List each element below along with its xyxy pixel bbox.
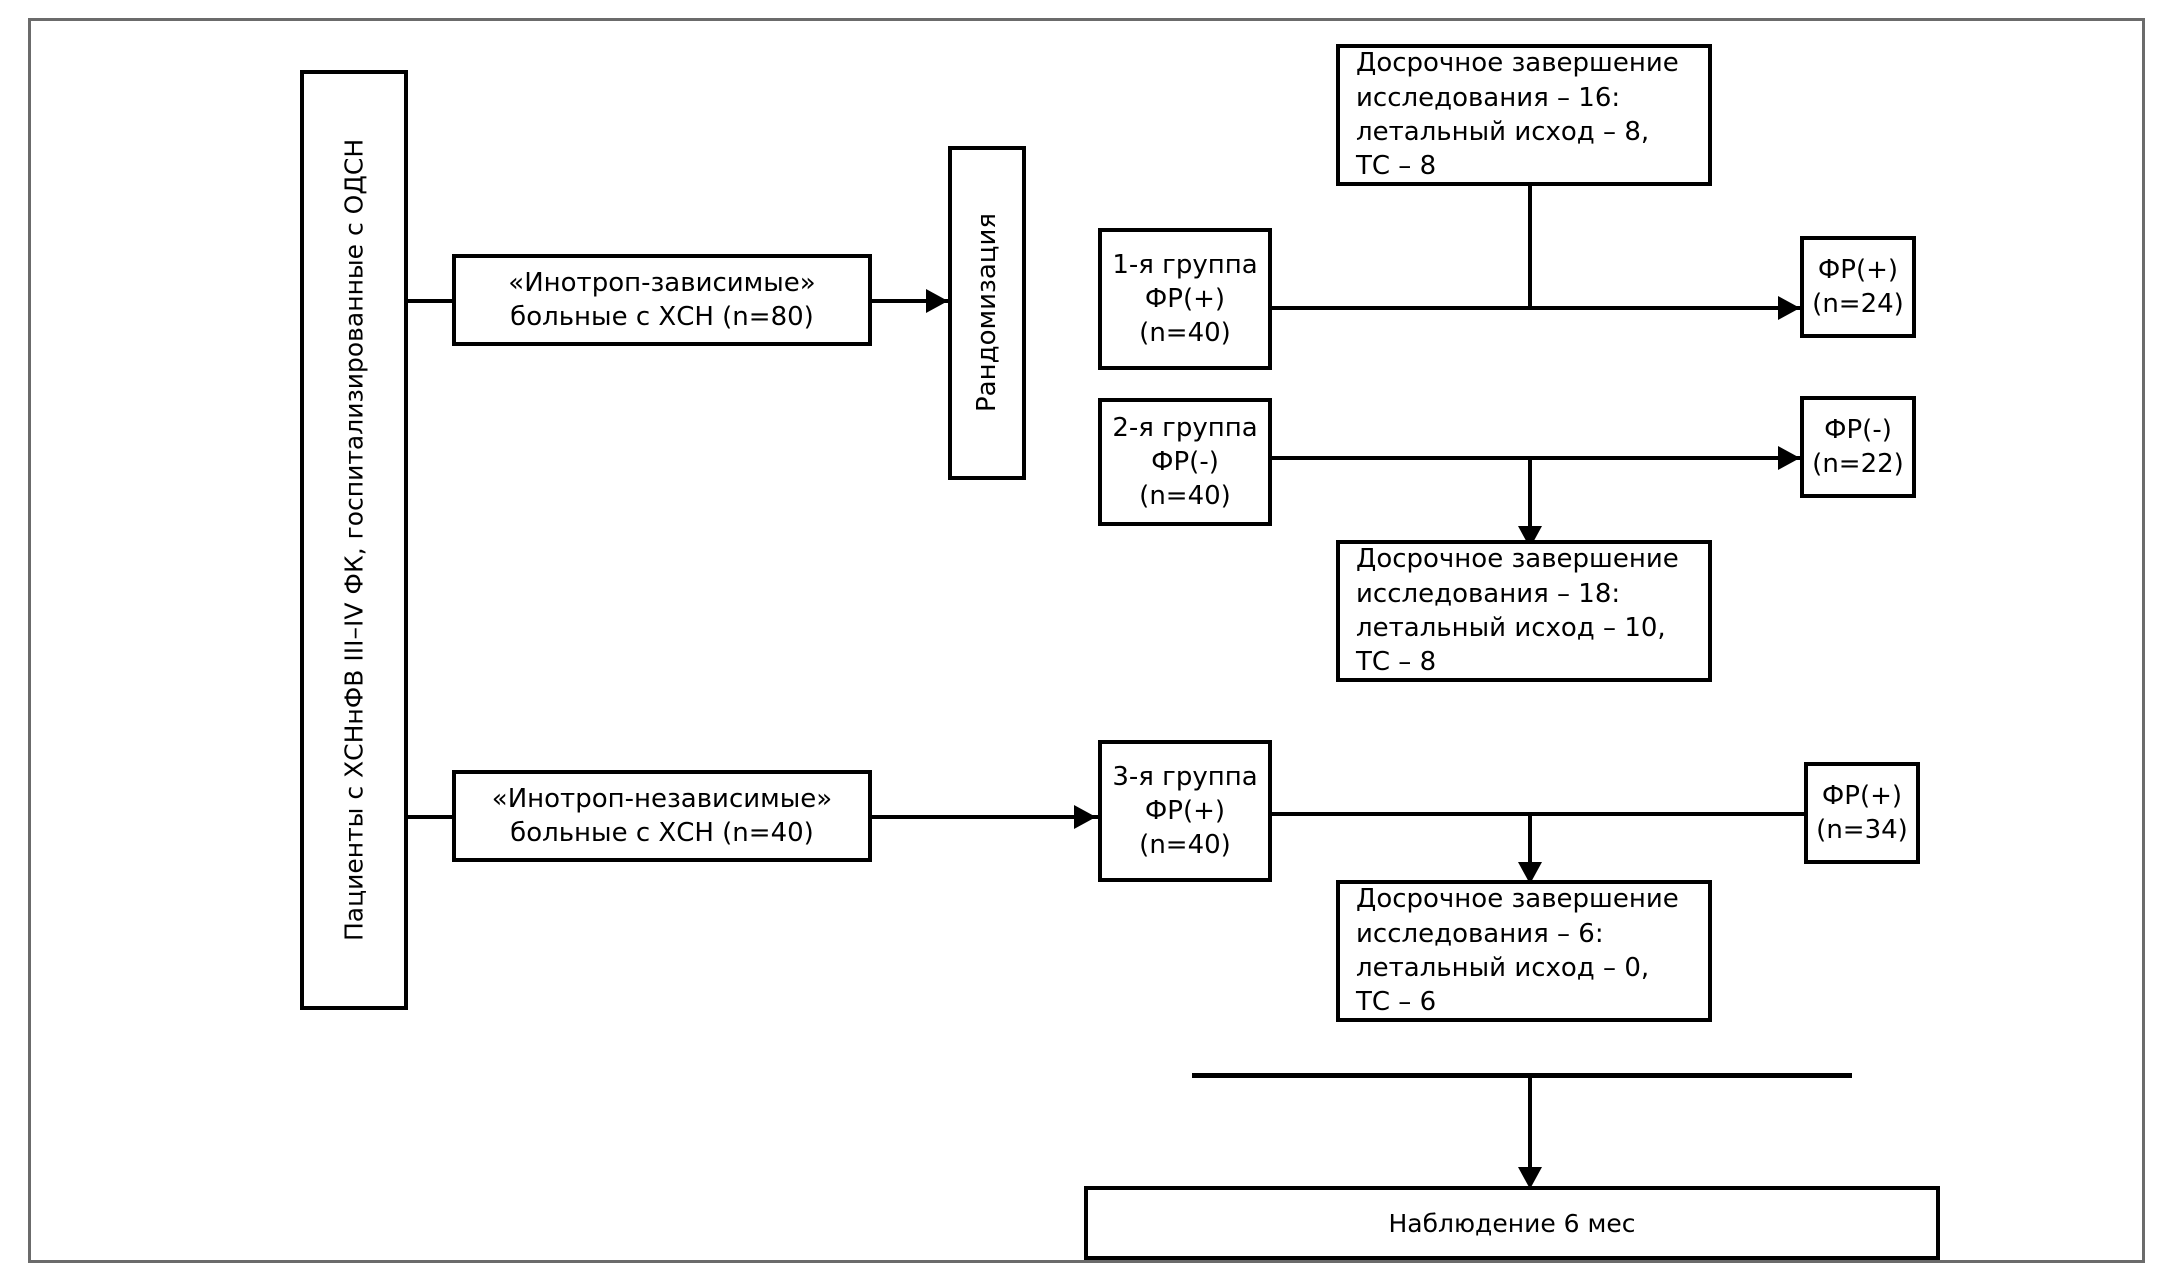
randomization-box: Рандомизация — [948, 146, 1026, 480]
connector-dependent-to-randomization — [872, 299, 950, 303]
dropout3-line2: исследования – 6: — [1356, 918, 1604, 949]
connector-group1-to-dropout1 — [1528, 180, 1532, 308]
group2-line1: 2-я группа — [1112, 412, 1258, 443]
dropout2-line2: исследования – 18: — [1356, 578, 1621, 609]
dropout1-line2: исследования – 16: — [1356, 82, 1621, 113]
connector-group3-to-outcome3 — [1272, 812, 1806, 816]
observation-label: Наблюдение 6 мес — [1388, 1208, 1636, 1238]
dropout2-line4: ТС – 8 — [1356, 647, 1437, 678]
dropout3-line3: летальный исход – 0, — [1356, 953, 1650, 983]
connector-group2-to-dropout2 — [1528, 456, 1532, 532]
arrowhead-independent-to-group3 — [1074, 805, 1096, 829]
inotrope-dependent-line2: больные с ХСН (n=80) — [510, 302, 814, 332]
outcome2-box: ФР(-) (n=22) — [1800, 396, 1916, 498]
dropout3-box: Досрочное завершение исследования – 6: л… — [1336, 880, 1712, 1022]
dropout1-line3: летальный исход – 8, — [1356, 117, 1650, 147]
group3-line2: ФР(+) — [1144, 795, 1226, 826]
connector-population-to-dependent — [408, 299, 478, 303]
figure-border — [28, 18, 2145, 1263]
inotrope-dependent-line1: «Инотроп-зависимые» — [508, 267, 816, 298]
dropout3-line1: Досрочное завершение — [1356, 884, 1679, 915]
outcome3-box: ФР(+) (n=34) — [1804, 762, 1920, 864]
inotrope-dependent-box: «Инотроп-зависимые» больные с ХСН (n=80) — [452, 254, 872, 346]
outcome1-line2: (n=24) — [1812, 289, 1904, 319]
patients-population-label: Пациенты с ХСНнФВ III–IV ФК, госпитализи… — [339, 138, 369, 942]
connector-group3-to-dropout3 — [1528, 812, 1532, 870]
arrowhead-dependent-to-randomization — [926, 289, 948, 313]
inotrope-independent-line1: «Инотроп-независимые» — [491, 783, 833, 814]
dropout1-line4: ТС – 8 — [1356, 151, 1437, 182]
arrowhead-group1-to-outcome1 — [1778, 296, 1800, 320]
group1-line3: (n=40) — [1139, 318, 1231, 349]
group3-box: 3-я группа ФР(+) (n=40) — [1098, 740, 1272, 882]
inotrope-independent-line2: больные с ХСН (n=40) — [510, 818, 814, 848]
connector-group1-to-outcome1 — [1272, 306, 1800, 310]
arrowhead-group3-to-dropout3 — [1518, 862, 1542, 884]
outcome3-line1: ФР(+) — [1821, 780, 1903, 811]
group2-line3: (n=40) — [1139, 481, 1231, 512]
group1-box: 1-я группа ФР(+) (n=40) — [1098, 228, 1272, 370]
outcome2-line2: (n=22) — [1812, 449, 1904, 479]
dropout3-line4: ТС – 6 — [1356, 987, 1437, 1018]
group2-line2: ФР(-) — [1151, 446, 1219, 477]
connector-population-to-independent — [408, 815, 478, 819]
arrowhead-group2-to-outcome2 — [1778, 446, 1800, 470]
connector-group2-to-outcome2 — [1272, 456, 1800, 460]
patients-population-box: Пациенты с ХСНнФВ III–IV ФК, госпитализи… — [300, 70, 408, 1010]
randomization-label: Рандомизация — [971, 213, 1002, 413]
dropout2-box: Досрочное завершение исследования – 18: … — [1336, 540, 1712, 682]
connector-summary-to-observation — [1528, 1073, 1532, 1175]
outcome2-line1: ФР(-) — [1824, 414, 1892, 445]
dropout2-line3: летальный исход – 10, — [1356, 613, 1666, 643]
inotrope-independent-box: «Инотроп-независимые» больные с ХСН (n=4… — [452, 770, 872, 862]
group2-box: 2-я группа ФР(-) (n=40) — [1098, 398, 1272, 526]
group3-line3: (n=40) — [1139, 830, 1231, 861]
observation-box: Наблюдение 6 мес — [1084, 1186, 1940, 1260]
summary-divider-rule — [1192, 1073, 1852, 1078]
outcome1-line1: ФР(+) — [1817, 254, 1899, 285]
dropout2-line1: Досрочное завершение — [1356, 544, 1679, 575]
dropout1-box: Досрочное завершение исследования – 16: … — [1336, 44, 1712, 186]
connector-independent-to-group3 — [872, 815, 1098, 819]
outcome1-box: ФР(+) (n=24) — [1800, 236, 1916, 338]
outcome3-line2: (n=34) — [1816, 815, 1908, 845]
dropout1-line1: Досрочное завершение — [1356, 48, 1679, 79]
group1-line2: ФР(+) — [1144, 283, 1226, 314]
group3-line1: 3-я группа — [1112, 761, 1258, 792]
arrowhead-summary-to-observation — [1518, 1167, 1542, 1189]
group1-line1: 1-я группа — [1112, 249, 1258, 280]
